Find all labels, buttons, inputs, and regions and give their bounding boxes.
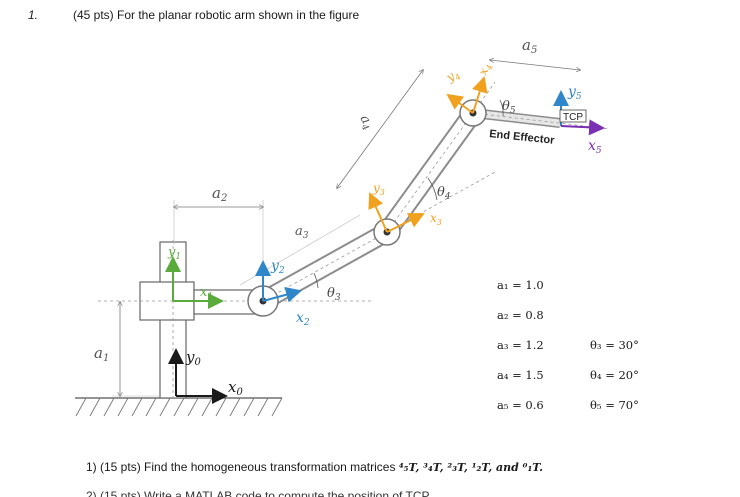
param-theta4: θ₄ = 20° [590, 368, 639, 382]
question-number: 1. [28, 8, 39, 22]
label-y4: y4 [443, 66, 463, 86]
param-theta3: θ₃ = 30° [590, 338, 639, 352]
label-y5: y5 [567, 84, 582, 102]
label-a5: a5 [522, 36, 537, 56]
label-y2: y2 [270, 258, 285, 276]
label-x0: x0 [228, 378, 243, 398]
param-theta5: θ₅ = 70° [590, 398, 639, 412]
label-a1: a1 [94, 344, 109, 364]
label-theta3: θ3 [327, 286, 341, 303]
subquestion-1: 1) (15 pts) Find the homogeneous transfo… [86, 460, 543, 474]
end-effector-label: End Effector [489, 128, 556, 147]
link-3 [253, 222, 397, 311]
matrix-3-4: ³₄T [423, 461, 440, 474]
param-a4: a₄ = 1.5 [497, 368, 544, 382]
label-y1: y1 [167, 245, 181, 262]
label-theta5: θ5 [502, 99, 516, 116]
label-a2: a2 [212, 184, 227, 204]
base-column [139, 241, 261, 399]
tcp-label: TCP [563, 112, 583, 123]
matrix-2-3: ²₃T [447, 461, 465, 474]
label-a3: a3 [295, 224, 309, 241]
label-x5: x5 [588, 138, 602, 156]
param-a1: a₁ = 1.0 [497, 278, 544, 292]
label-a4: a4 [355, 113, 377, 133]
label-theta4: θ4 [437, 185, 451, 202]
question-title: (45 pts) For the planar robotic arm show… [73, 8, 360, 22]
link-4 [377, 103, 483, 242]
label-y3: y3 [372, 181, 385, 197]
matrix-1-2: ¹₂T [471, 461, 489, 474]
label-x2: x2 [296, 310, 310, 328]
matrix-4-5: ⁴₅T [398, 461, 416, 474]
subquestion-2-partial: 2) (15 pts) Write a MATLAB code to compu… [86, 490, 430, 497]
label-x1: x1 [200, 285, 213, 302]
param-a3: a₃ = 1.2 [497, 338, 544, 352]
subquestion-1-text: 1) (15 pts) Find the homogeneous transfo… [86, 460, 399, 474]
param-a2: a₂ = 0.8 [497, 308, 544, 322]
matrix-0-1: ⁰₁T [522, 461, 540, 474]
label-y0: y0 [185, 348, 201, 368]
label-x3: x3 [430, 211, 442, 227]
ground [75, 397, 283, 417]
label-x4: x4 [476, 61, 495, 78]
param-a5: a₅ = 0.6 [497, 398, 544, 412]
